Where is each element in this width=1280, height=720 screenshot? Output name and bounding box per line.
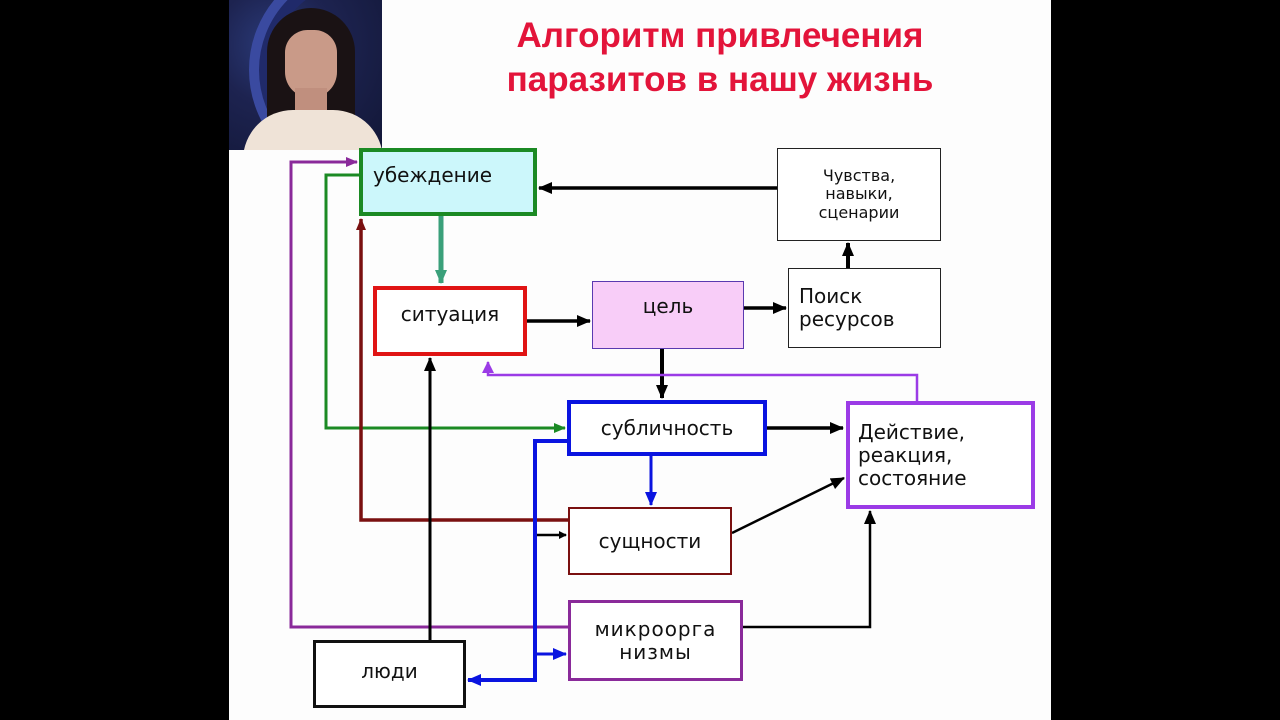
slide-title: Алгоритм привлечения паразитов в нашу жи… [400, 14, 1040, 102]
node-sushchnosti: сущности [568, 507, 732, 575]
node-mikroorganizmy: микроорга низмы [568, 600, 743, 681]
title-line-1: Алгоритм привлечения [516, 16, 924, 55]
title-line-2: паразитов в нашу жизнь [506, 60, 934, 99]
node-tsel: цель [592, 281, 744, 349]
node-chuvstva-line-3: сценарии [818, 202, 900, 222]
node-chuvstva: Чувства, навыки, сценарии [777, 148, 941, 241]
edge-mikro-to-deystvie [743, 510, 876, 629]
edge-sublichnost-blue-trunk [467, 439, 567, 686]
node-ubezhdenie: убеждение [359, 148, 537, 216]
node-deystvie-line-1: Действие, [858, 419, 966, 444]
node-lyudi-label: люди [361, 658, 418, 683]
zodiac-wheel-backdrop [249, 0, 382, 150]
node-sublichnost: субличность [567, 400, 767, 456]
node-sushchnosti-label: сущности [598, 528, 702, 553]
node-sublichnost-label: субличность [600, 415, 734, 440]
node-deystvie-line-3: состояние [858, 465, 967, 490]
node-chuvstva-line-1: Чувства, [822, 165, 896, 185]
node-lyudi: люди [313, 640, 466, 708]
presenter-portrait [229, 0, 382, 150]
edge-ubezhdenie-to-sublichnost [324, 173, 566, 433]
edge-sushchnosti-to-deystvie [731, 476, 845, 535]
node-situatsiya-label: ситуация [400, 301, 500, 326]
node-poisk-line-2: ресурсов [799, 307, 895, 331]
node-mikro-line-2: низмы [619, 639, 692, 664]
presenter-neck [295, 88, 327, 114]
edge-deystvie-to-situatsiya [482, 361, 919, 401]
node-deystvie: Действие, реакция, состояние [846, 401, 1035, 509]
node-poisk-line-1: Поиск [799, 284, 863, 308]
presenter-shirt [243, 110, 382, 150]
node-situatsiya: ситуация [373, 286, 527, 356]
node-deystvie-line-2: реакция, [858, 442, 953, 467]
presenter-face [285, 30, 337, 98]
node-tsel-label: цель [642, 293, 694, 318]
node-mikro-line-1: микроорга [594, 616, 717, 641]
node-chuvstva-line-2: навыки, [825, 184, 893, 204]
node-poisk-resursov: Поиск ресурсов [788, 268, 941, 348]
node-ubezhdenie-label: убеждение [373, 162, 493, 187]
edge-sushchnosti-to-ubezhdenie [356, 218, 568, 522]
